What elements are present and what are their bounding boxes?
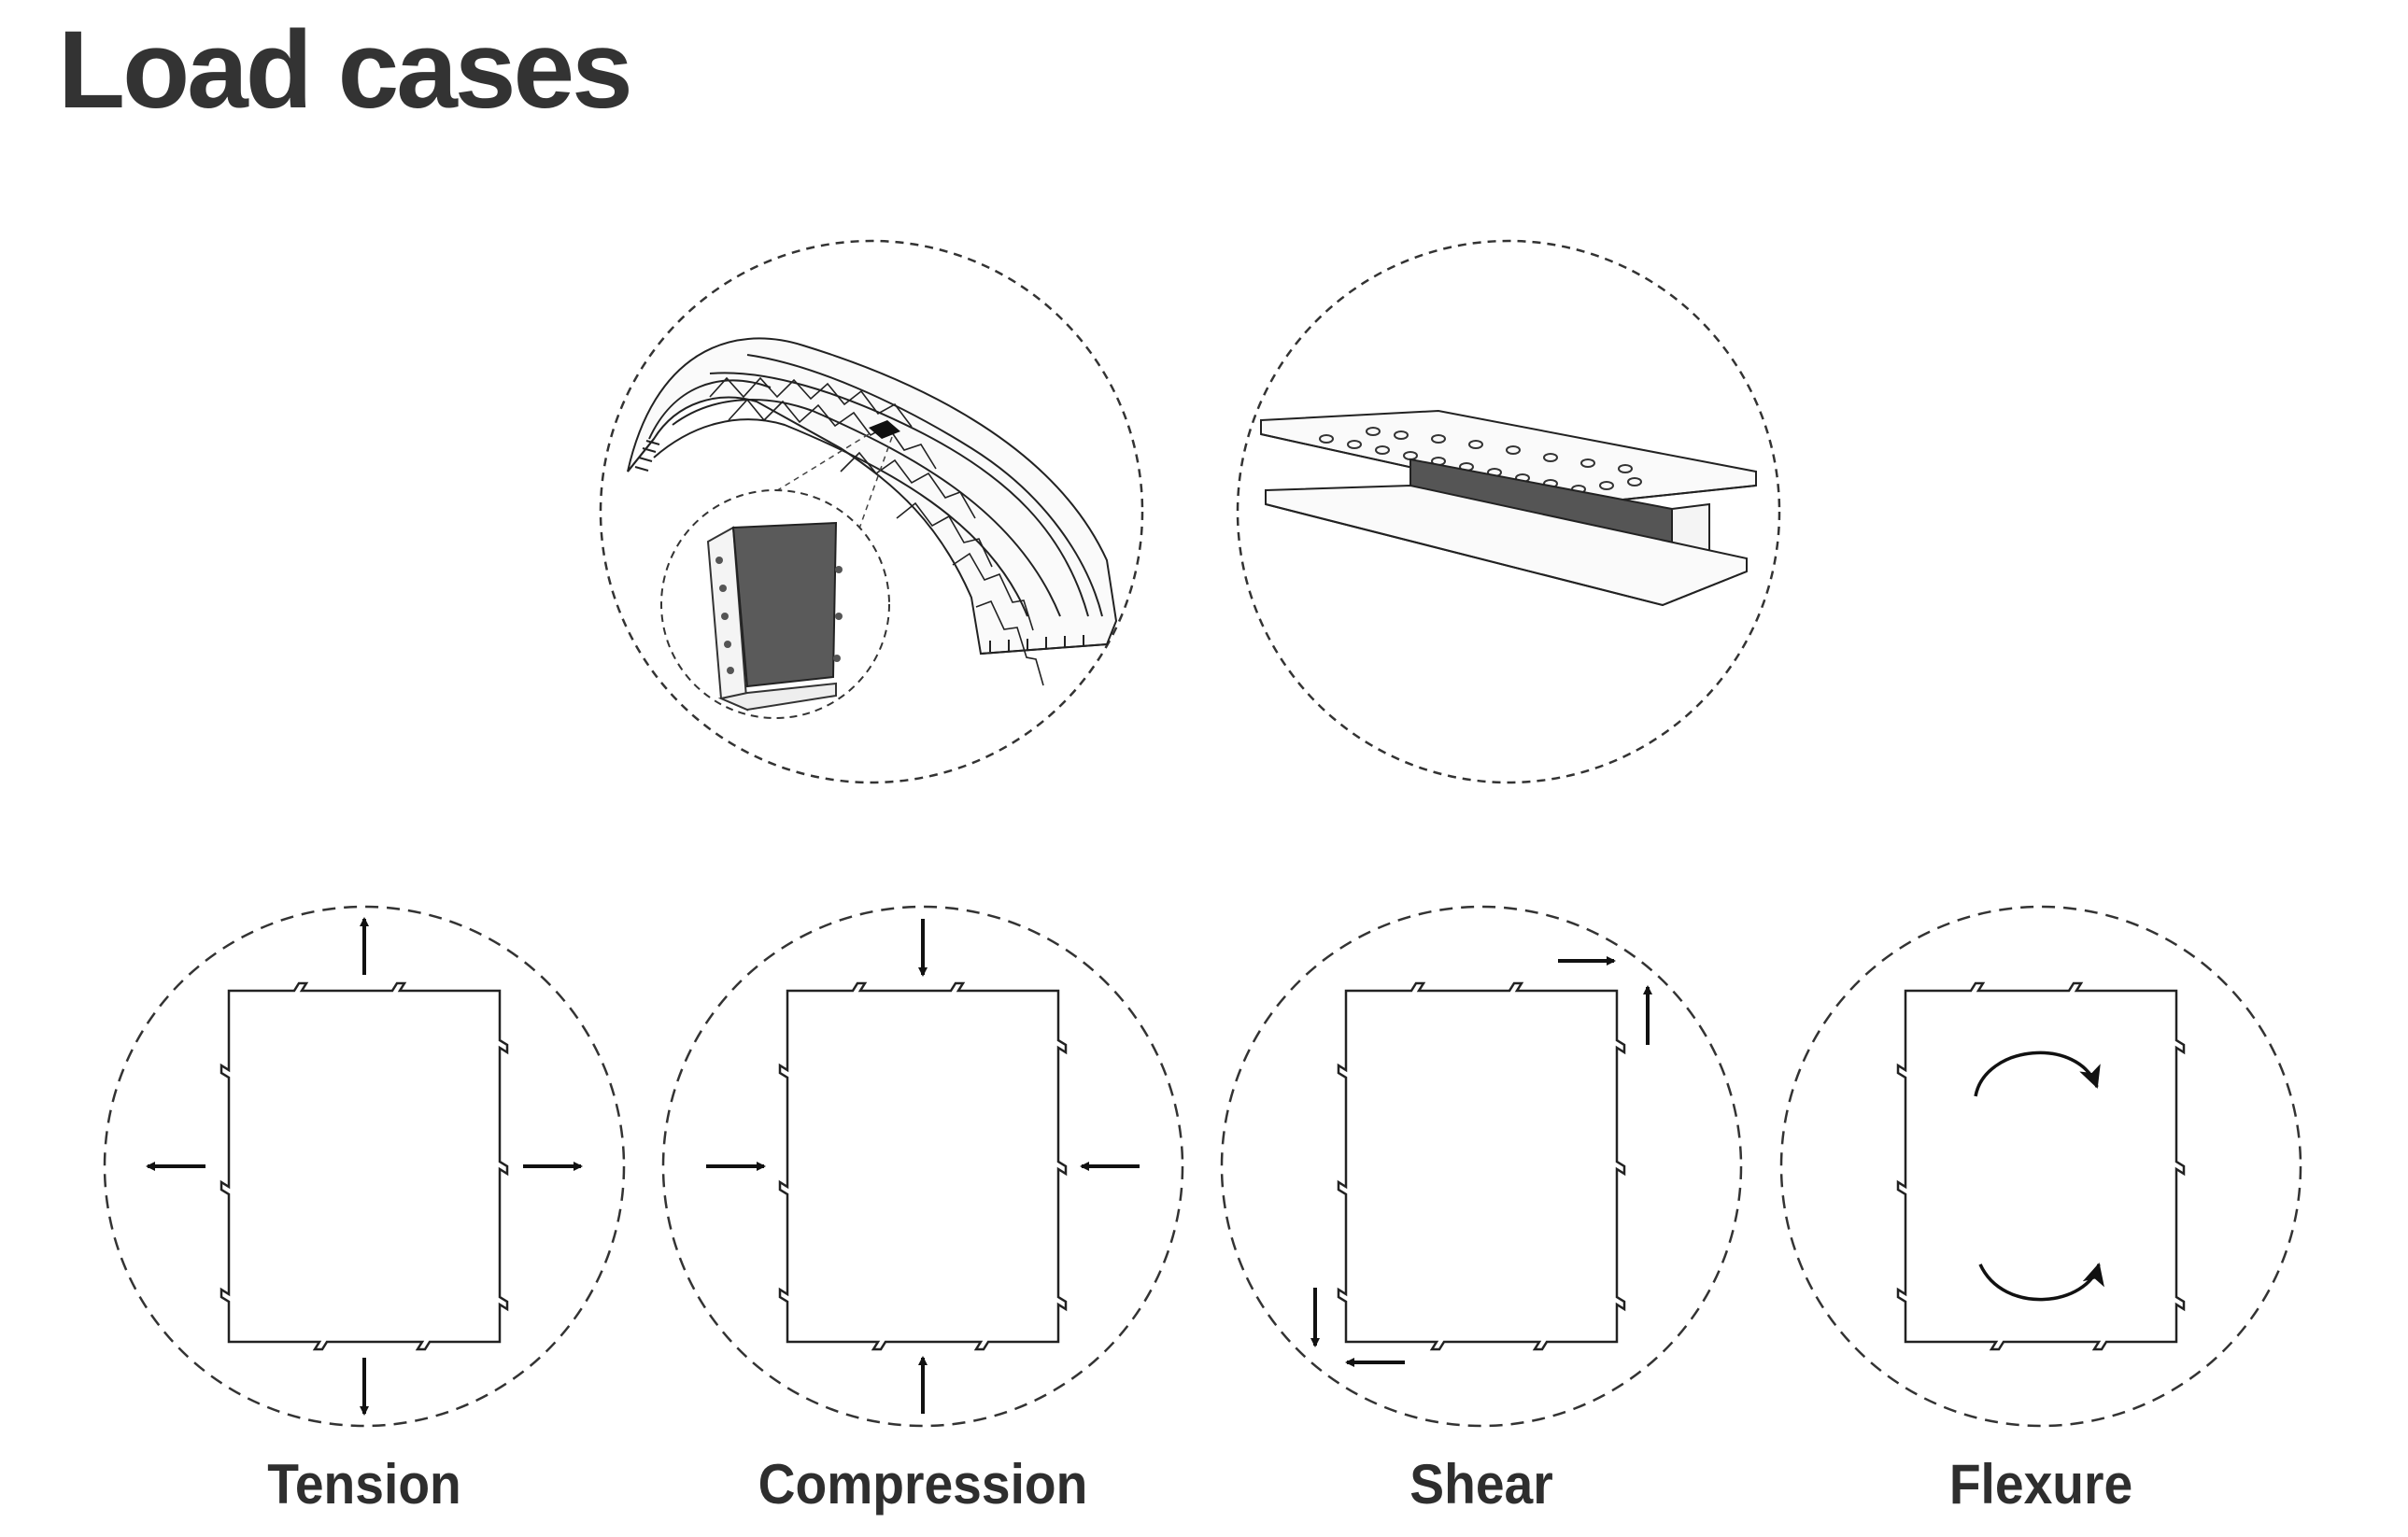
compression-label: Compression: [758, 1453, 1088, 1516]
compression-panel: [778, 981, 1068, 1351]
page-title: Load cases: [58, 8, 633, 132]
flexure-panel: [1896, 981, 2186, 1351]
flexure-diagram: [1779, 905, 2302, 1428]
flexure-label: Flexure: [1948, 1453, 2133, 1516]
vault-surface: [627, 337, 1118, 686]
flexure-arrow-top: [1974, 1051, 2101, 1097]
tension-panel: [220, 981, 509, 1351]
shear-label: Shear: [1409, 1453, 1553, 1516]
compression-diagram: [661, 905, 1184, 1428]
i-beam-illustration: [1236, 239, 1781, 784]
shear-diagram: [1220, 905, 1743, 1428]
vault-illustration: [599, 239, 1144, 784]
tension-diagram: [103, 905, 626, 1428]
tension-label: Tension: [267, 1453, 461, 1516]
panel-detail: [660, 489, 890, 719]
highlighted-tile: [869, 420, 900, 439]
flexure-arrow-bottom: [1978, 1262, 2104, 1302]
shear-panel: [1337, 981, 1626, 1351]
